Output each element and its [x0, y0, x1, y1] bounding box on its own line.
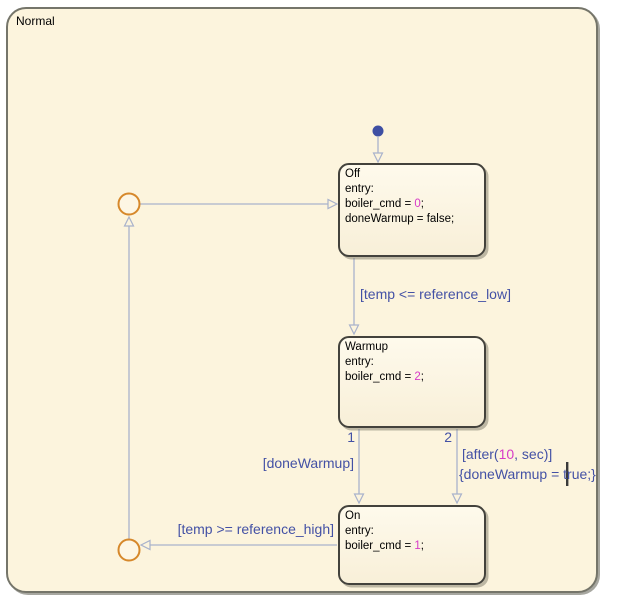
code-number: 10 — [498, 446, 515, 462]
code-text: ; — [420, 198, 424, 210]
code-text: [after( — [462, 446, 499, 462]
arrowhead-icon — [327, 198, 339, 210]
entry-action: boiler_cmd = 0; — [345, 197, 479, 212]
junction-bottom[interactable] — [117, 538, 141, 562]
code-text: , sec)] — [514, 446, 553, 462]
transition-junction-to-off[interactable] — [140, 198, 339, 210]
code-text: boiler_cmd = — [345, 540, 415, 552]
transition-condition-after[interactable]: [after(10, sec)] — [462, 446, 552, 463]
state-title: Warmup — [345, 341, 389, 353]
transition-warmup-to-on-1[interactable] — [353, 429, 365, 505]
state-title: Off — [345, 168, 361, 180]
code-text: ; — [420, 371, 424, 383]
arrowhead-icon — [372, 152, 384, 164]
state-title: Normal — [16, 14, 55, 28]
code-number: 1 — [414, 540, 421, 552]
code-text: boiler_cmd = — [345, 198, 415, 210]
transition-junction-to-junction[interactable] — [123, 215, 135, 539]
state-normal[interactable]: Normal — [6, 7, 598, 593]
transition-condition-donewarmup[interactable]: [doneWarmup] — [262, 455, 354, 471]
entry-action: doneWarmup = false; — [345, 213, 455, 225]
text-cursor — [566, 462, 569, 486]
entry-label: entry: — [345, 525, 374, 537]
entry-label: entry: — [345, 356, 374, 368]
state-warmup[interactable]: Warmup entry: boiler_cmd = 2; — [338, 336, 486, 428]
transition-default[interactable] — [372, 125, 384, 164]
code-text: boiler_cmd = — [345, 371, 415, 383]
entry-action: boiler_cmd = 1; — [345, 539, 479, 554]
transition-order-1: 1 — [347, 429, 355, 445]
arrowhead-icon — [353, 493, 365, 505]
code-number: 2 — [414, 371, 421, 383]
arrowhead-icon — [451, 493, 463, 505]
code-number: 0 — [414, 198, 421, 210]
transition-condition-off-warmup[interactable]: [temp <= reference_low] — [360, 286, 511, 302]
arrowhead-icon — [348, 324, 360, 336]
arrowhead-icon — [139, 539, 151, 551]
transition-action-donewarmup-true[interactable]: {doneWarmup = true;} — [459, 466, 596, 482]
entry-label: entry: — [345, 183, 374, 195]
state-on[interactable]: On entry: boiler_cmd = 1; — [338, 505, 486, 585]
entry-action: boiler_cmd = 2; — [345, 370, 479, 385]
initial-transition-dot[interactable] — [372, 125, 384, 137]
arrowhead-icon — [123, 215, 135, 227]
transition-warmup-to-on-2[interactable] — [451, 429, 463, 505]
junction-top[interactable] — [117, 192, 141, 216]
state-title: On — [345, 510, 361, 522]
transition-off-to-warmup[interactable] — [348, 258, 360, 336]
transition-on-to-junction[interactable] — [139, 539, 337, 551]
code-text: ; — [420, 540, 424, 552]
state-off[interactable]: Off entry: boiler_cmd = 0; doneWarmup = … — [338, 163, 486, 257]
transition-order-2: 2 — [444, 429, 452, 445]
transition-condition-on-off[interactable]: [temp >= reference_high] — [177, 521, 334, 537]
